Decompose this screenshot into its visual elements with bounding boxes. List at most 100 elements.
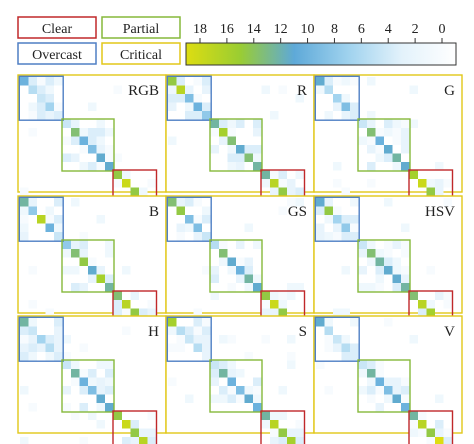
diagonal-cell [375, 257, 384, 266]
matrix-cell [37, 85, 46, 94]
matrix-cell [295, 420, 304, 429]
matrix-cell [96, 162, 105, 171]
matrix-cell [202, 215, 211, 224]
diagonal-cell [316, 198, 325, 207]
diagonal-cell [261, 411, 270, 420]
matrix-cell [20, 335, 29, 344]
matrix-cell [384, 128, 393, 137]
matrix-cell [185, 326, 194, 335]
matrix-cell [168, 326, 177, 335]
diagonal-cell [122, 179, 131, 188]
matrix-cell [316, 360, 325, 369]
matrix-cell [96, 215, 105, 224]
panel-label: RGB [128, 83, 159, 99]
matrix-cell [418, 308, 427, 317]
legend-partial-frame [101, 16, 181, 39]
matrix-cell [295, 428, 304, 437]
matrix-cell [375, 369, 384, 378]
matrix-cell [88, 257, 97, 266]
matrix-cell [28, 335, 37, 344]
matrix-cell [219, 360, 228, 369]
matrix-cell [54, 326, 63, 335]
matrix-cell [392, 283, 401, 292]
matrix-cell [341, 266, 350, 275]
diagonal-cell [54, 352, 63, 361]
colorbar-tick-label: 4 [385, 22, 392, 37]
matrix-cell [443, 179, 452, 188]
diagonal-cell [79, 377, 88, 386]
matrix-cell [244, 283, 253, 292]
group-frame-overcast [18, 316, 64, 362]
matrix-cell [401, 377, 410, 386]
diagonal-cell [244, 274, 253, 283]
matrix-cell [358, 283, 367, 292]
matrix-cell [244, 266, 253, 275]
matrix-cell [278, 85, 287, 94]
legend-clear: Clear [17, 16, 97, 39]
matrix-cell [367, 136, 376, 145]
matrix-cell [96, 360, 105, 369]
diagonal-cell [130, 428, 139, 437]
matrix-cell [384, 249, 393, 258]
matrix-cell [333, 206, 342, 215]
matrix-cell [202, 326, 211, 335]
matrix-cell [409, 335, 418, 344]
diagonal-cell [392, 153, 401, 162]
diagonal-cell [375, 136, 384, 145]
group-frame-partial [357, 239, 411, 293]
matrix-cell [219, 240, 228, 249]
matrix-cell [270, 437, 279, 444]
matrix-cell [278, 300, 287, 309]
diagonal-cell [278, 308, 287, 317]
matrix-cell [443, 437, 452, 444]
matrix-cell [96, 119, 105, 128]
matrix-cell [71, 198, 80, 207]
legend-clear-frame [17, 16, 97, 39]
matrix-cell [185, 111, 194, 120]
diagonal-cell [185, 94, 194, 103]
matrix-cell [122, 437, 131, 444]
diagonal-cell [401, 162, 410, 171]
matrix-cell [324, 215, 333, 224]
matrix-cell [227, 386, 236, 395]
matrix-cell [287, 291, 296, 300]
matrix-cell [227, 162, 236, 171]
matrix-cell [28, 128, 37, 137]
matrix-cell [350, 77, 359, 86]
matrix-cell [193, 335, 202, 344]
group-frame-overcast [314, 316, 360, 362]
matrix-cell [316, 85, 325, 94]
diagonal-cell [45, 343, 54, 352]
matrix-cell [384, 257, 393, 266]
matrix-cell [443, 428, 452, 437]
matrix-cell [54, 215, 63, 224]
matrix-cell [244, 257, 253, 266]
diagonal-cell [20, 318, 29, 327]
matrix-cell [426, 300, 435, 309]
matrix-cell [392, 240, 401, 249]
matrix-cell [193, 318, 202, 327]
matrix-cell [20, 386, 29, 395]
matrix-cell [384, 240, 393, 249]
matrix-cell [401, 386, 410, 395]
matrix-cell [341, 111, 350, 120]
diagonal-cell [244, 394, 253, 403]
matrix-cell [88, 136, 97, 145]
diagonal-cell [236, 145, 245, 154]
matrix-cell [130, 291, 139, 300]
legend-critical: Critical [101, 42, 181, 65]
matrix-cell [54, 102, 63, 111]
matrix-cell [227, 283, 236, 292]
matrix-cell [384, 119, 393, 128]
matrix-cell [333, 179, 342, 188]
diagonal-cell [392, 394, 401, 403]
matrix-cell [287, 352, 296, 361]
matrix-cell [333, 162, 342, 171]
diagonal-cell [139, 437, 148, 444]
matrix-cell [324, 318, 333, 327]
matrix-cell [392, 377, 401, 386]
colorbar-tick-label: 0 [439, 22, 446, 37]
matrix-cell [324, 335, 333, 344]
matrix-cell [193, 111, 202, 120]
matrix-cell [278, 411, 287, 420]
